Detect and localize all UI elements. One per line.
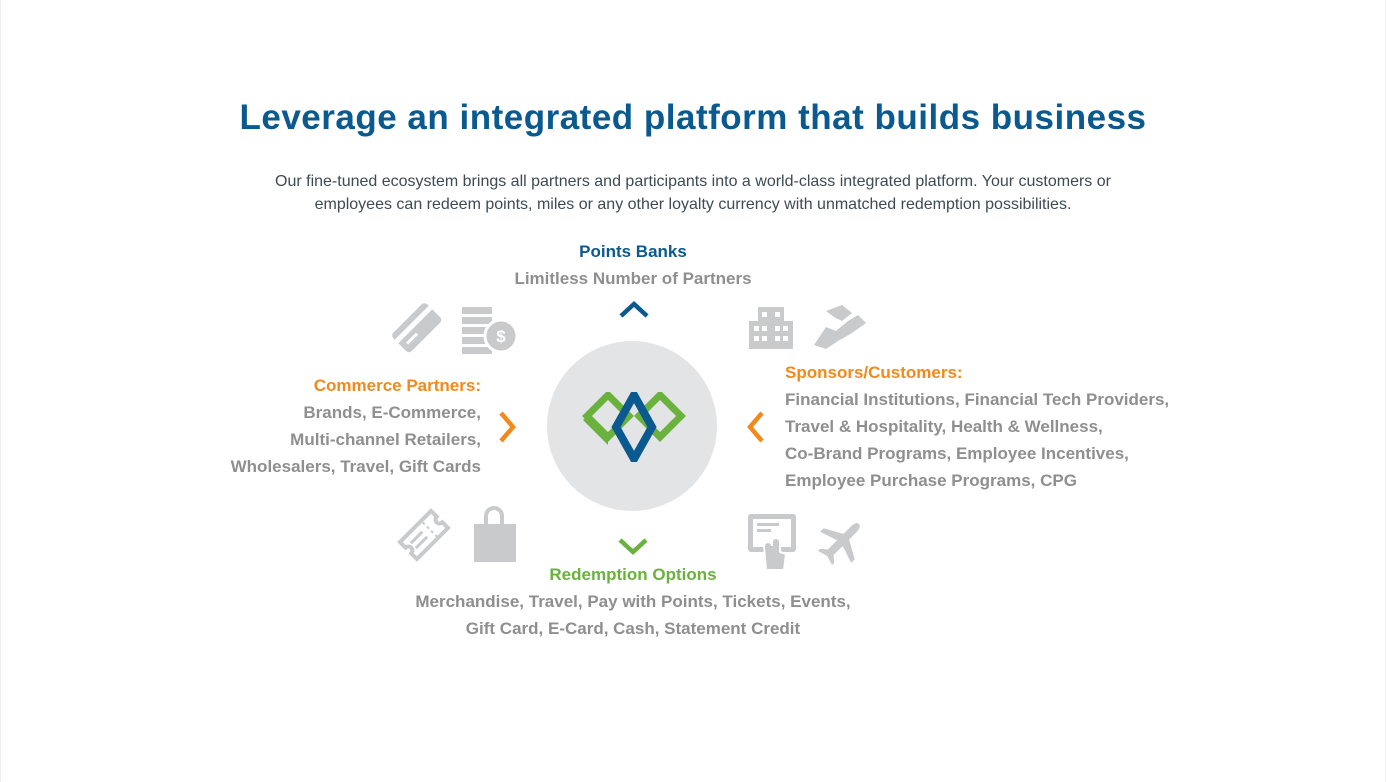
sponsors-customers-line: Employee Purchase Programs, CPG bbox=[785, 471, 1077, 490]
redemption-options-title: Redemption Options bbox=[549, 565, 717, 584]
commerce-partners-line: Brands, E-Commerce, bbox=[303, 403, 481, 422]
intro-paragraph: Our fine-tuned ecosystem brings all part… bbox=[275, 173, 1111, 213]
sponsors-customers-line: Co-Brand Programs, Employee Incentives, bbox=[785, 444, 1129, 463]
sponsors-customers-line: Financial Institutions, Financial Tech P… bbox=[785, 390, 1170, 409]
svg-text:$: $ bbox=[496, 327, 506, 346]
redemption-options-line: Gift Card, E-Card, Cash, Statement Credi… bbox=[465, 619, 801, 638]
credit-card-icon bbox=[388, 299, 444, 355]
redemption-options-line: Merchandise, Travel, Pay with Points, Ti… bbox=[415, 592, 851, 611]
building-icon bbox=[748, 305, 794, 349]
handshake-icon bbox=[812, 301, 868, 351]
airplane-icon bbox=[816, 515, 868, 567]
chevron-up-icon bbox=[618, 299, 650, 319]
points-banks-section: Points Banks Limitless Number of Partner… bbox=[433, 238, 833, 292]
platform-circle bbox=[547, 341, 717, 511]
chevron-left-icon bbox=[745, 410, 767, 444]
shopping-bag-icon bbox=[470, 504, 518, 564]
sponsors-customers-title: Sponsors/Customers: bbox=[785, 363, 963, 382]
page-title: Leverage an integrated platform that bui… bbox=[239, 98, 1147, 137]
chevron-down-icon bbox=[617, 536, 649, 556]
sponsors-customers-line: Travel & Hospitality, Health & Wellness, bbox=[785, 417, 1103, 436]
sponsors-customers-section: Sponsors/Customers: Financial Institutio… bbox=[785, 359, 1205, 494]
ticket-icon bbox=[394, 505, 454, 565]
commerce-partners-section: Commerce Partners: Brands, E-Commerce, M… bbox=[200, 372, 481, 480]
commerce-partners-line: Wholesalers, Travel, Gift Cards bbox=[230, 457, 481, 476]
points-banks-subtitle: Limitless Number of Partners bbox=[514, 269, 752, 288]
redemption-options-section: Redemption Options Merchandise, Travel, … bbox=[383, 561, 883, 642]
commerce-partners-line: Multi-channel Retailers, bbox=[290, 430, 481, 449]
commerce-partners-title: Commerce Partners: bbox=[313, 376, 481, 395]
chevron-right-icon bbox=[496, 410, 518, 444]
platform-logo-icon bbox=[582, 392, 686, 462]
cash-stack-icon: $ bbox=[460, 303, 518, 355]
touch-screen-icon bbox=[746, 512, 798, 570]
points-banks-title: Points Banks bbox=[579, 242, 687, 261]
